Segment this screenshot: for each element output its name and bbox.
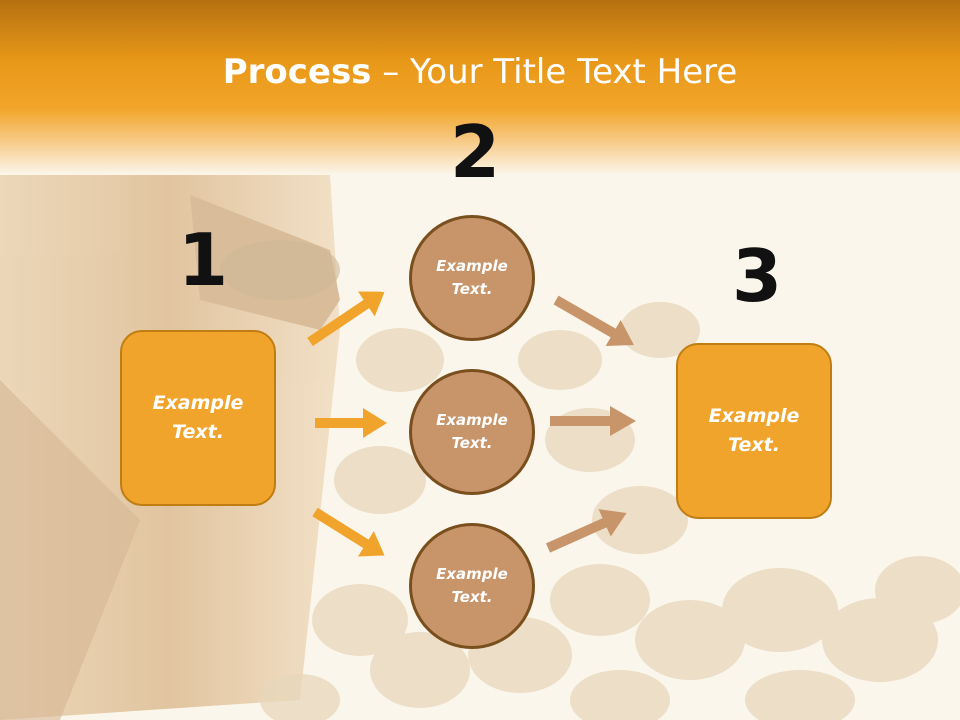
circle-middle-text: Example Text. bbox=[436, 411, 508, 452]
arrow-middle-to-right bbox=[550, 406, 636, 436]
step-2-circle-top: Example Text. bbox=[409, 215, 535, 341]
circle-bottom-text: Example Text. bbox=[436, 565, 508, 606]
header-band bbox=[0, 0, 960, 175]
arrow-left-to-top bbox=[307, 291, 385, 347]
step-3-text: Example Text. bbox=[708, 405, 800, 456]
arrow-top-to-right bbox=[553, 295, 634, 346]
step-number-1: 1 bbox=[178, 218, 229, 302]
title-bold: Process bbox=[222, 52, 372, 92]
arrow-bottom-to-right bbox=[545, 509, 627, 553]
title-rest: – Your Title Text Here bbox=[371, 52, 738, 92]
step-number-3: 3 bbox=[732, 234, 783, 318]
circle-top-text: Example Text. bbox=[436, 257, 508, 298]
arrow-left-to-middle bbox=[315, 408, 387, 438]
step-number-2: 2 bbox=[450, 110, 501, 194]
step-1-box: Example Text. bbox=[120, 330, 276, 506]
step-2-circle-bottom: Example Text. bbox=[409, 523, 535, 649]
slide-title: Process – Your Title Text Here bbox=[0, 52, 960, 92]
step-1-text: Example Text. bbox=[152, 392, 244, 443]
arrow-left-to-bottom bbox=[312, 507, 385, 557]
step-2-circle-middle: Example Text. bbox=[409, 369, 535, 495]
step-3-box: Example Text. bbox=[676, 343, 832, 519]
